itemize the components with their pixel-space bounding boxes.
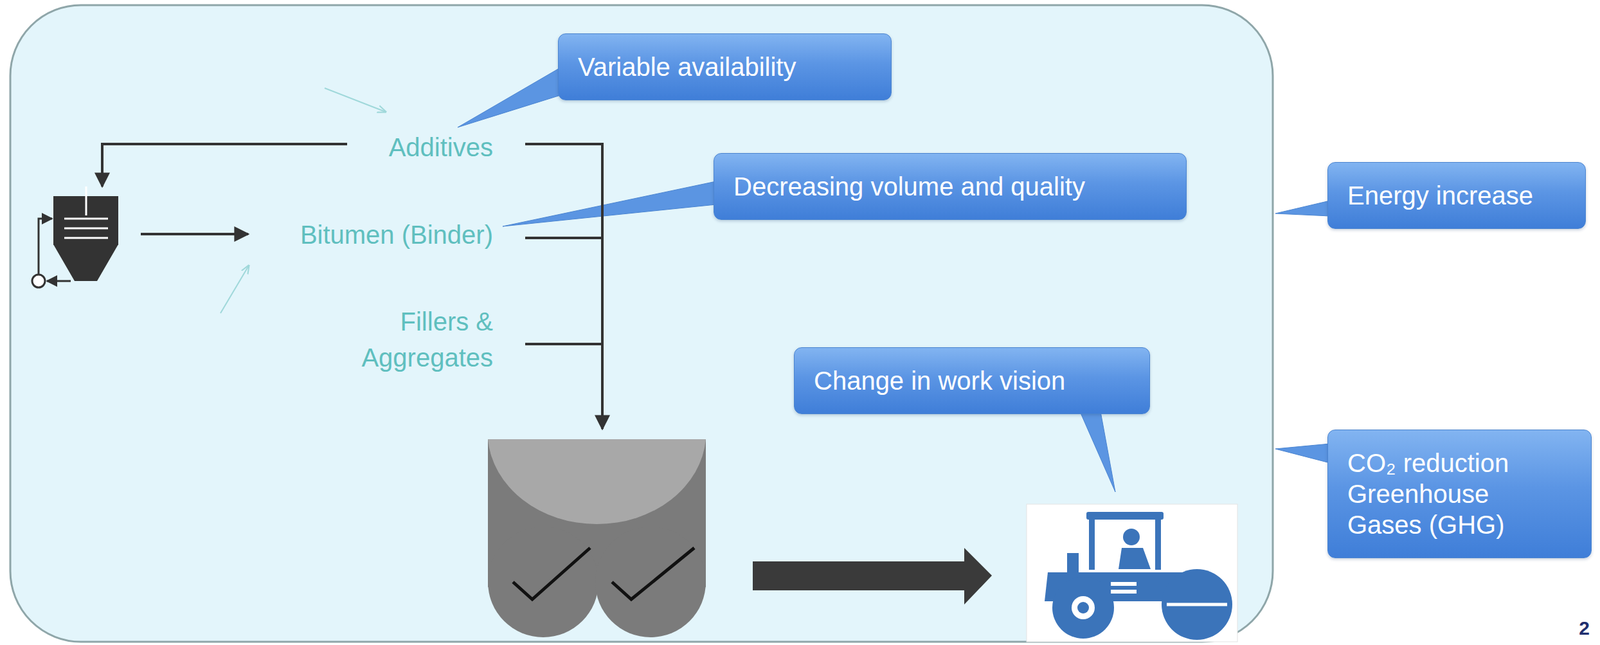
road-roller-icon xyxy=(1052,576,1115,639)
reactor-icon xyxy=(64,217,108,220)
process-region xyxy=(10,5,1273,642)
pale-arrow xyxy=(220,265,249,314)
mixing-plant-icon xyxy=(595,526,706,638)
callout-box: Change in work vision xyxy=(793,347,1151,414)
feed-line xyxy=(601,142,604,429)
reactor-icon xyxy=(64,227,108,230)
reactor-icon xyxy=(85,186,88,216)
callout-box: Variable availability xyxy=(557,33,892,101)
feed-line xyxy=(525,142,604,146)
callout-tail xyxy=(1275,200,1331,216)
pale-arrow xyxy=(220,88,386,314)
callout-text: CO₂ reduction Greenhouse Gases (GHG) xyxy=(1347,447,1541,540)
flow-arrow xyxy=(752,547,992,605)
callout-tail xyxy=(1079,411,1116,492)
road-roller-icon xyxy=(1088,518,1095,570)
callout-tail xyxy=(457,67,1331,492)
callout-box: Decreasing volume and quality xyxy=(713,152,1187,220)
road-roller-icon xyxy=(1026,503,1238,642)
road-roller-icon xyxy=(1118,547,1151,569)
callout-text: Decreasing volume and quality xyxy=(733,170,1167,202)
ingredient-label: Fillers & Aggregates xyxy=(345,303,494,376)
callout-box: Energy increase xyxy=(1327,161,1586,229)
road-roller-icon xyxy=(1026,503,1238,642)
mixing-plant-icon xyxy=(487,526,599,638)
road-roller-icon xyxy=(1110,589,1137,594)
feed-line xyxy=(102,142,604,429)
feed-line xyxy=(140,232,249,236)
reactor-icon xyxy=(46,280,71,283)
road-roller-icon xyxy=(1110,581,1137,586)
reactor-icon xyxy=(32,186,119,288)
pale-arrow xyxy=(324,88,386,112)
mixing-plant-icon xyxy=(611,547,695,600)
mixing-plant-icon xyxy=(512,547,591,600)
ingredient-label: Additives xyxy=(388,131,494,163)
road-roller-icon xyxy=(1161,568,1233,640)
reactor-icon xyxy=(53,244,119,281)
callout-text: Energy increase xyxy=(1347,179,1566,211)
feed-line xyxy=(102,143,348,187)
callout-tail xyxy=(1275,443,1331,463)
feed-line xyxy=(525,236,603,240)
reactor-icon xyxy=(32,274,45,288)
ingredient-label: Bitumen (Binder) xyxy=(300,219,494,251)
callout-tail xyxy=(457,67,561,128)
flow-arrow xyxy=(752,547,992,605)
reactor-icon xyxy=(64,237,108,240)
mixing-plant-icon xyxy=(487,439,706,524)
reactor-icon xyxy=(38,218,53,275)
road-roller-icon xyxy=(1166,602,1228,607)
callout-text: Change in work vision xyxy=(813,365,1131,396)
callout-text: Variable availability xyxy=(577,51,872,83)
road-roller-icon xyxy=(1155,518,1161,570)
mixing-plant-icon xyxy=(487,439,706,638)
page-number: 2 xyxy=(1578,617,1590,639)
road-roller-icon xyxy=(1086,511,1164,520)
callout-tail xyxy=(502,181,717,227)
process-region xyxy=(10,5,1273,642)
feed-line xyxy=(525,342,603,346)
road-roller-icon xyxy=(1077,601,1089,614)
callout-box: CO₂ reduction Greenhouse Gases (GHG) xyxy=(1327,429,1592,558)
road-roller-icon xyxy=(1071,595,1095,620)
road-roller-icon xyxy=(1123,528,1140,546)
road-roller-icon xyxy=(1067,552,1079,573)
